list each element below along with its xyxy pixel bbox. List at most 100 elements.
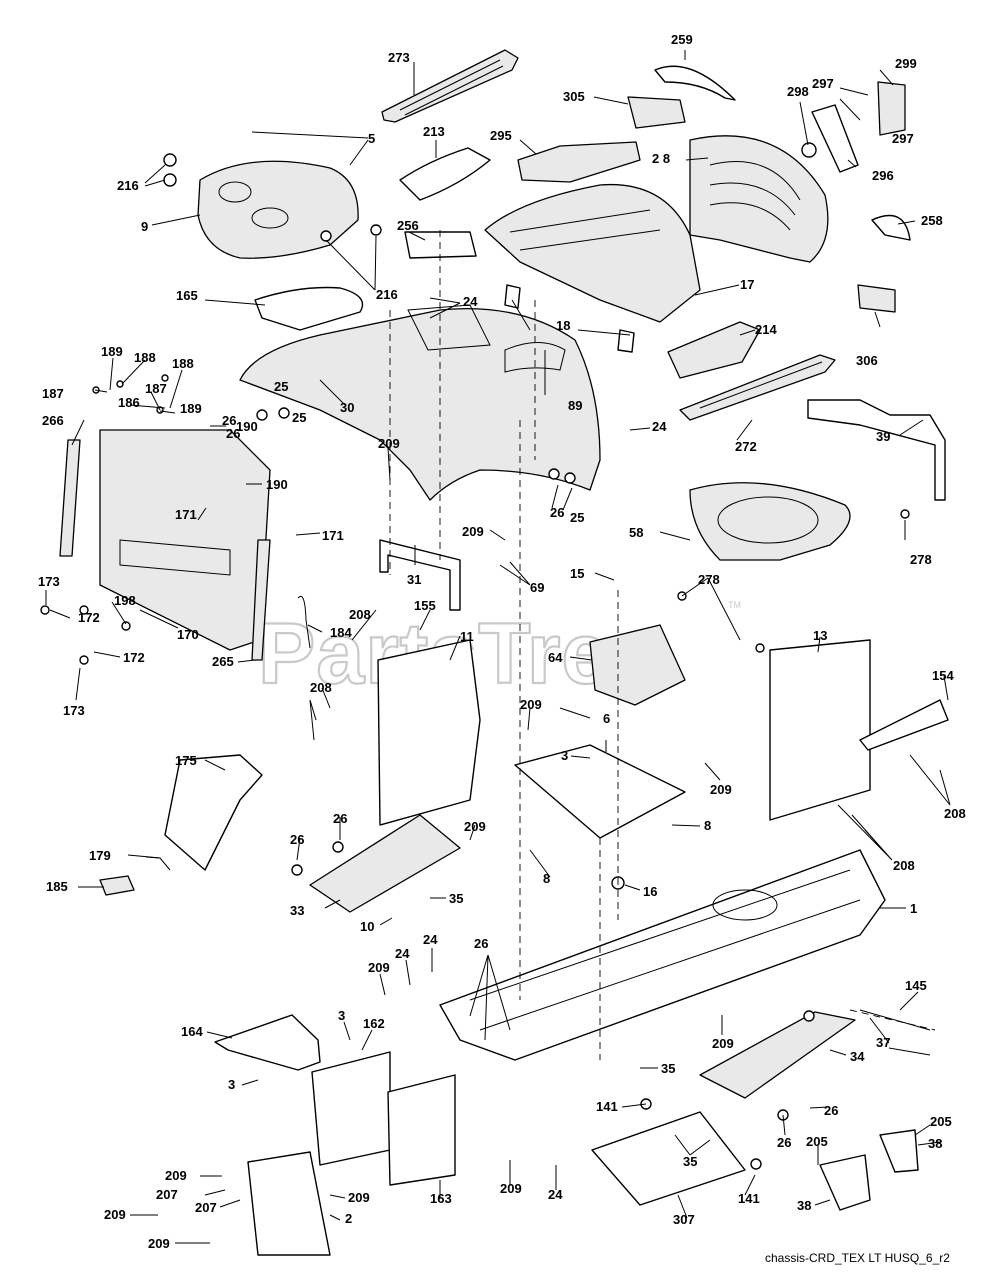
callout-30[interactable]: 30 xyxy=(340,400,354,415)
part-306-block[interactable] xyxy=(857,284,896,313)
part-175-shield[interactable] xyxy=(164,754,263,871)
part-38-bracket-a[interactable] xyxy=(819,1154,871,1211)
callout-26-lower[interactable]: 26 xyxy=(226,426,240,441)
part-1-frame[interactable] xyxy=(439,849,886,1061)
part-34-step[interactable] xyxy=(699,1011,856,1099)
part-17-hood-body[interactable] xyxy=(484,183,701,323)
callout-184[interactable]: 184 xyxy=(330,625,352,640)
callout-24-top[interactable]: 24 xyxy=(463,294,478,309)
callout-198[interactable]: 198 xyxy=(114,593,136,608)
part-162-plate[interactable] xyxy=(311,1051,391,1166)
callout-299[interactable]: 299 xyxy=(895,56,917,71)
part-30-fender[interactable] xyxy=(239,307,601,501)
callout-69[interactable]: 69 xyxy=(530,580,544,595)
callout-307[interactable]: 307 xyxy=(673,1212,695,1227)
callout-162[interactable]: 162 xyxy=(363,1016,385,1031)
part-213-panel[interactable] xyxy=(399,147,491,201)
callout-209-left-step[interactable]: 209 xyxy=(464,819,486,834)
callout-295[interactable]: 295 xyxy=(490,128,512,143)
callout-306[interactable]: 306 xyxy=(856,353,878,368)
callout-189-right[interactable]: 189 xyxy=(180,401,202,416)
callout-35-center[interactable]: 35 xyxy=(661,1061,675,1076)
part-11-side-plate[interactable] xyxy=(377,639,481,826)
callout-89[interactable]: 89 xyxy=(568,398,582,413)
callout-26-center[interactable]: 26 xyxy=(550,505,564,520)
callout-208-right-top[interactable]: 208 xyxy=(944,806,966,821)
callout-205-right[interactable]: 205 xyxy=(930,1114,952,1129)
callout-24-left-mid[interactable]: 24 xyxy=(395,946,410,961)
callout-1[interactable]: 1 xyxy=(910,901,917,916)
callout-297-bottom[interactable]: 297 xyxy=(892,131,914,146)
part-6-plate[interactable] xyxy=(514,744,686,839)
callout-209-lower-2[interactable]: 209 xyxy=(104,1207,126,1222)
callout-185[interactable]: 185 xyxy=(46,879,68,894)
callout-25-center[interactable]: 25 xyxy=(570,510,584,525)
part-38-bracket-b[interactable] xyxy=(879,1129,919,1173)
callout-179[interactable]: 179 xyxy=(89,848,111,863)
callout-38-right[interactable]: 38 xyxy=(928,1136,942,1151)
callout-26-left-top[interactable]: 26 xyxy=(333,811,347,826)
callout-28[interactable]: 2 8 xyxy=(652,151,670,166)
part-298-gear[interactable] xyxy=(801,142,817,158)
callout-190-bottom[interactable]: 190 xyxy=(266,477,288,492)
callout-37[interactable]: 37 xyxy=(876,1035,890,1050)
callout-25-lower[interactable]: 25 xyxy=(292,410,306,425)
callout-26-left-mid[interactable]: 26 xyxy=(290,832,304,847)
callout-216-bottom[interactable]: 216 xyxy=(376,287,398,302)
part-259-cap[interactable] xyxy=(654,65,736,101)
callout-207-right[interactable]: 207 xyxy=(195,1200,217,1215)
callout-64[interactable]: 64 xyxy=(548,650,563,665)
callout-8-right[interactable]: 8 xyxy=(704,818,711,833)
callout-298[interactable]: 298 xyxy=(787,84,809,99)
callout-188-left[interactable]: 188 xyxy=(134,350,156,365)
callout-171-left[interactable]: 171 xyxy=(175,507,197,522)
callout-3-left-top[interactable]: 3 xyxy=(338,1008,345,1023)
callout-209-left-frame[interactable]: 209 xyxy=(368,960,390,975)
callout-15[interactable]: 15 xyxy=(570,566,584,581)
callout-209-lower-right[interactable]: 209 xyxy=(348,1190,370,1205)
callout-39[interactable]: 39 xyxy=(876,429,890,444)
part-13-side-plate[interactable] xyxy=(769,639,871,821)
callout-35-bottom[interactable]: 35 xyxy=(683,1154,697,1169)
callout-259[interactable]: 259 xyxy=(671,32,693,47)
part-299-plate[interactable] xyxy=(877,81,906,136)
callout-24-right[interactable]: 24 xyxy=(652,419,667,434)
part-2-plate[interactable] xyxy=(247,1151,331,1256)
callout-216-left[interactable]: 216 xyxy=(117,178,139,193)
callout-155[interactable]: 155 xyxy=(414,598,436,613)
callout-209-right-frame[interactable]: 209 xyxy=(712,1036,734,1051)
callout-213[interactable]: 213 xyxy=(423,124,445,139)
callout-5[interactable]: 5 xyxy=(368,131,375,146)
callout-25-top[interactable]: 25 xyxy=(274,379,288,394)
callout-209-lower-3[interactable]: 209 xyxy=(148,1236,170,1251)
callout-173-top[interactable]: 173 xyxy=(38,574,60,589)
callout-16[interactable]: 16 xyxy=(643,884,657,899)
part-163-plate[interactable] xyxy=(387,1074,456,1186)
callout-209-mid[interactable]: 209 xyxy=(462,524,484,539)
callout-208-left-top[interactable]: 208 xyxy=(349,607,371,622)
callout-256[interactable]: 256 xyxy=(397,218,419,233)
part-33-step[interactable] xyxy=(309,814,461,913)
callout-141-bottom[interactable]: 141 xyxy=(738,1191,760,1206)
callout-171-right[interactable]: 171 xyxy=(322,528,344,543)
callout-208-left-mid[interactable]: 208 xyxy=(310,680,332,695)
callout-209-center-right[interactable]: 209 xyxy=(710,782,732,797)
callout-278-center[interactable]: 278 xyxy=(698,572,720,587)
part-295-grille[interactable] xyxy=(517,141,641,183)
callout-209-center-top[interactable]: 209 xyxy=(520,697,542,712)
callout-266[interactable]: 266 xyxy=(42,413,64,428)
callout-17[interactable]: 17 xyxy=(740,277,754,292)
callout-38-left[interactable]: 38 xyxy=(797,1198,811,1213)
callout-187-right[interactable]: 187 xyxy=(145,381,167,396)
callout-272[interactable]: 272 xyxy=(735,439,757,454)
callout-189-left[interactable]: 189 xyxy=(101,344,123,359)
callout-26-center-bottom[interactable]: 26 xyxy=(474,936,488,951)
callout-209-bottom-center[interactable]: 209 xyxy=(500,1181,522,1196)
callout-31[interactable]: 31 xyxy=(407,572,421,587)
callout-9[interactable]: 9 xyxy=(141,219,148,234)
callout-11[interactable]: 11 xyxy=(460,629,474,644)
part-39-bracket[interactable] xyxy=(807,399,946,501)
part-296-bracket[interactable] xyxy=(811,104,859,173)
callout-2[interactable]: 2 xyxy=(345,1211,352,1226)
callout-26-right[interactable]: 26 xyxy=(824,1103,838,1118)
